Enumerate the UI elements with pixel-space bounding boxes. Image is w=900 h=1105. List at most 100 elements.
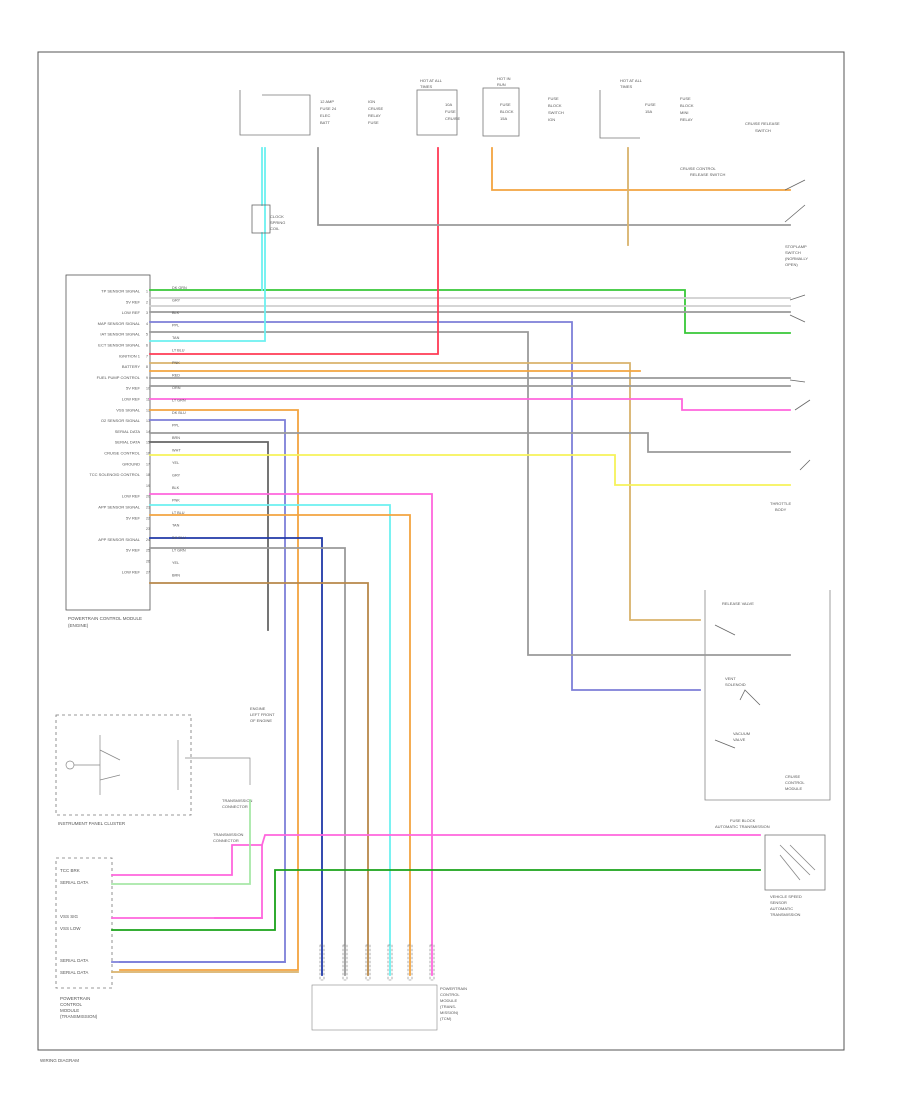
- wire-color-label: BRN: [172, 574, 180, 578]
- svg-text:ELEC: ELEC: [320, 113, 331, 118]
- svg-text:SERIAL DATA: SERIAL DATA: [60, 958, 88, 963]
- ipc-internal: [65, 735, 251, 795]
- wire-5v-ref-4: [149, 547, 346, 976]
- pcm-pin-number: 22: [146, 516, 150, 520]
- svg-text:(TRANS-: (TRANS-: [440, 1004, 457, 1009]
- svg-text:VSS LOW: VSS LOW: [60, 926, 81, 931]
- bottom-connector-pin: [319, 944, 325, 981]
- wire-vss-low: [111, 869, 761, 931]
- wire-vss: [149, 398, 791, 411]
- svg-text:TRANSMISSION: TRANSMISSION: [770, 912, 801, 917]
- wire-color-label: DK BLU: [172, 536, 186, 540]
- wire-ignition: [149, 147, 439, 355]
- pcm-pin-number: 14: [146, 430, 150, 434]
- pcm-pin-label: IGNITION 1: [119, 353, 141, 358]
- switch-symbols: [251, 179, 811, 749]
- wire-color-label: PNK: [172, 361, 180, 365]
- pcm-pin-number: 16: [146, 452, 150, 456]
- wire-color-label: TAN: [172, 336, 180, 340]
- pcm-label: POWERTRAIN CONTROL MODULE: [68, 616, 142, 621]
- svg-text:CONNECTOR: CONNECTOR: [222, 804, 248, 809]
- svg-text:THROTTLE: THROTTLE: [770, 501, 791, 506]
- wire-color-label: WHT: [172, 449, 181, 453]
- svg-text:SENSOR: SENSOR: [770, 900, 787, 905]
- svg-text:FUSE: FUSE: [500, 102, 511, 107]
- wire-color-label: GRY: [172, 299, 181, 303]
- wire-serial-1: [119, 419, 286, 963]
- instrument-panel-cluster-label: INSTRUMENT PANEL CLUSTER: [58, 821, 126, 826]
- svg-text:FUSE: FUSE: [680, 96, 691, 101]
- svg-text:SPRING: SPRING: [270, 220, 285, 225]
- svg-text:(NORMALLY: (NORMALLY: [785, 256, 808, 261]
- wire-color-label: BRN: [172, 436, 180, 440]
- svg-text:CLOCK: CLOCK: [270, 214, 284, 219]
- svg-text:MODULE: MODULE: [60, 1008, 79, 1013]
- svg-text:HOT IN: HOT IN: [497, 76, 511, 81]
- pcm-pin-number: 11: [146, 398, 150, 402]
- svg-text:VENT: VENT: [725, 676, 736, 681]
- wire-top-gray: [317, 147, 791, 226]
- wire-serial-2: [149, 432, 791, 453]
- pcm-pin-label: MAP SENSOR SIGNAL: [98, 321, 141, 326]
- svg-text:MINI: MINI: [680, 110, 688, 115]
- svg-text:VSS SIG: VSS SIG: [60, 914, 79, 919]
- wire-color-label: LT GRN: [172, 399, 186, 403]
- svg-text:BATT: BATT: [320, 120, 330, 125]
- wire-color-label: YEL: [172, 561, 179, 565]
- svg-text:BODY: BODY: [775, 507, 787, 512]
- svg-text:15A: 15A: [500, 116, 507, 121]
- svg-text:SERIAL DATA: SERIAL DATA: [60, 880, 88, 885]
- svg-text:MISSION): MISSION): [440, 1010, 459, 1015]
- tcm-box: [55, 857, 113, 989]
- pcm-pin-label: LOW REF: [122, 494, 141, 499]
- svg-text:TCC BRK: TCC BRK: [60, 868, 80, 873]
- svg-text:CONTROL: CONTROL: [440, 992, 460, 997]
- pcm-pin-label: IAT SENSOR SIGNAL: [100, 332, 140, 337]
- wire-color-label: GRY: [172, 474, 181, 478]
- svg-text:FUSE 24: FUSE 24: [320, 106, 337, 111]
- wire-cruise: [149, 441, 269, 631]
- pcm-pin-label: GROUND: [122, 461, 140, 466]
- pcm-pin-label: TP SENSOR SIGNAL: [101, 289, 141, 294]
- pcm-pin-number: 25: [146, 549, 150, 553]
- svg-text:SWITCH: SWITCH: [785, 250, 801, 255]
- bottom-connector-pin: [365, 944, 371, 981]
- wire-color-label: LT BLU: [172, 511, 185, 515]
- svg-text:CONTROL: CONTROL: [785, 780, 805, 785]
- svg-text:MODULE: MODULE: [440, 998, 457, 1003]
- svg-text:LEFT FRONT: LEFT FRONT: [250, 712, 275, 717]
- svg-text:12 AMP: 12 AMP: [320, 99, 334, 104]
- cruise-module-box: [704, 590, 831, 801]
- wire-color-label: TAN: [172, 524, 180, 528]
- svg-text:AUTOMATIC TRANSMISSION: AUTOMATIC TRANSMISSION: [715, 824, 770, 829]
- wire-o2: [119, 409, 299, 971]
- wire-map-sensor: [149, 321, 701, 691]
- wire-color-label: DK GRN: [172, 286, 187, 290]
- wire-low-ref-3: [149, 493, 433, 976]
- svg-text:SWITCH: SWITCH: [548, 110, 564, 115]
- svg-text:FUSE: FUSE: [368, 120, 379, 125]
- svg-text:CRUISE RELEASE: CRUISE RELEASE: [745, 121, 780, 126]
- svg-text:FUSE: FUSE: [645, 102, 656, 107]
- wire-tcc-brake: [111, 844, 263, 919]
- pcm-pin-label: FUEL PUMP CONTROL: [97, 375, 141, 380]
- svg-text:CONTROL: CONTROL: [60, 1002, 82, 1007]
- svg-text:OF ENGINE: OF ENGINE: [250, 718, 272, 723]
- wire-app-2: [149, 537, 323, 976]
- wire-color-label: ORN: [172, 386, 181, 390]
- pcm-sublabel: (ENGINE): [68, 623, 89, 628]
- svg-text:SOLENOID: SOLENOID: [725, 682, 746, 687]
- bottom-connector-pin: [342, 944, 348, 981]
- svg-text:TIMES: TIMES: [620, 84, 633, 89]
- svg-text:SWITCH: SWITCH: [755, 128, 771, 133]
- svg-text:POWERTRAIN: POWERTRAIN: [60, 996, 90, 1001]
- wire-color-label: BLK: [172, 311, 180, 315]
- vss-box: [764, 834, 826, 891]
- footer-label: WIRING DIAGRAM: [40, 1058, 79, 1063]
- svg-text:AUTOMATIC: AUTOMATIC: [770, 906, 793, 911]
- pcm-pin-label: LOW REF: [122, 310, 141, 315]
- pcm-pin-label: VSS SIGNAL: [116, 407, 141, 412]
- svg-text:RELEASE VALVE: RELEASE VALVE: [722, 601, 754, 606]
